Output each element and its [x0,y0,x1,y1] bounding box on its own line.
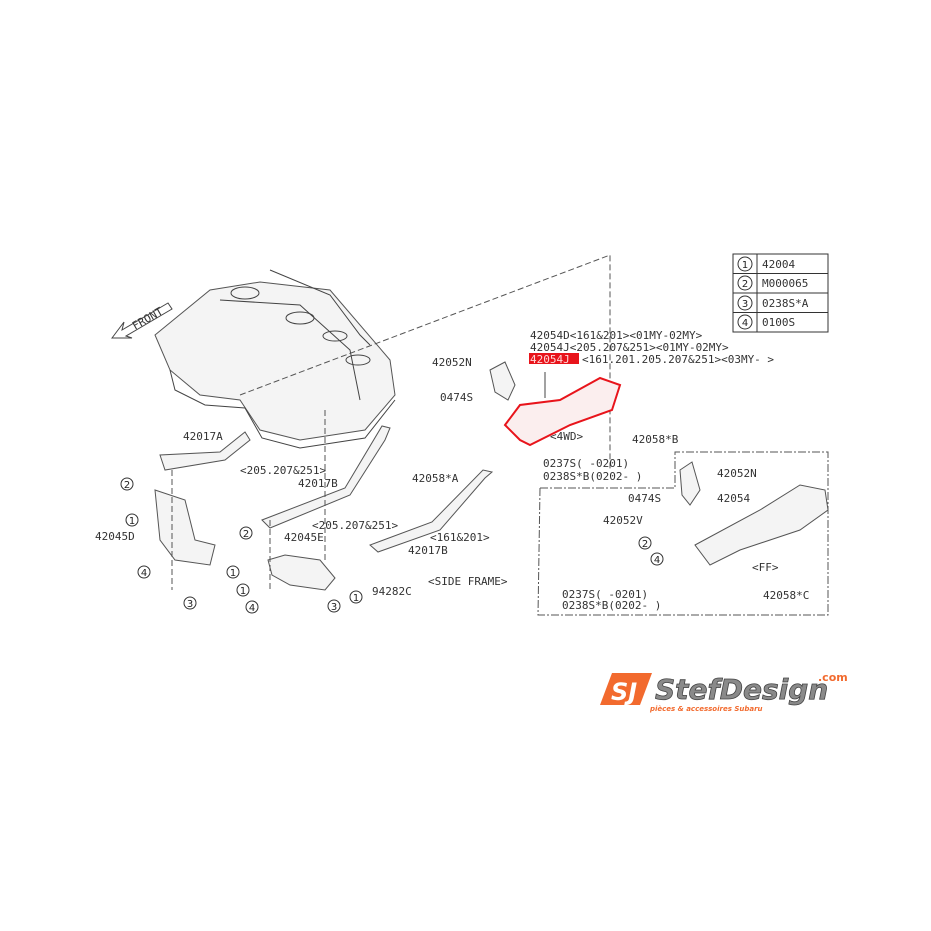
strap-42017B-1 [261,425,391,529]
bracket-42052N-1 [489,361,516,401]
stefdesign-logo: SJ StefDesign .com pièces & accessoires … [600,671,848,713]
svg-text:SJ: SJ [611,678,637,706]
legend-row: 3 0238S*A [737,295,809,311]
c2-label: 2 [642,539,648,550]
p42054D-label: 42054D<161&201><01MY-02MY> [530,329,703,342]
legend-row: 1 42004 [737,256,795,272]
callouts: 2 1 4 1 3 2 1 4 3 1 2 4 [120,477,664,614]
v205b-label: <205.207&251> [312,519,398,532]
p42054J-1-label: 42054J<205.207&251><01MY-02MY> [530,341,729,354]
ff-label: <FF> [752,561,779,574]
part-labels: 42017A 42045D <205.207&251> 42017B <205.… [95,329,809,612]
heat-shield-4wd-highlighted [503,372,622,447]
p42058A-label: 42058*A [412,472,459,485]
num-label: 4 [742,318,748,329]
c4-label: 4 [141,568,147,579]
c2-label: 2 [243,529,249,540]
brand-label: StefDesign [655,673,828,706]
side-frame-label: <SIDE FRAME> [428,575,508,588]
ff-group-box [537,451,829,616]
legend-row: 2 M000065 [737,275,808,291]
p42052V-label: 42052V [603,514,643,527]
v161-label: <161&201> [430,531,490,544]
num-label: 1 [742,260,748,271]
c1-label: 1 [240,586,246,597]
wd-label: <4WD> [550,430,583,443]
p42017B-1-label: 42017B [298,477,338,490]
legend-table: 1 42004 2 M000065 3 0238S*A 4 0100S [732,253,829,333]
c4-label: 4 [654,555,660,566]
bracket-42045D [154,489,216,566]
p42017A-label: 42017A [183,430,223,443]
p42052N-1-label: 42052N [432,356,472,369]
p0474S-2-label: 0474S [628,492,661,505]
p0238S-2-label: 0238S*B(0202- ) [562,599,661,612]
fuel-tank [154,269,396,449]
p0237S-1-label: 0237S( -0201) [543,457,629,470]
tld-label: .com [818,671,848,684]
c1-label: 1 [230,568,236,579]
bracket-42045E [267,554,336,591]
v205a-label: <205.207&251> [240,464,326,477]
part-label: M000065 [762,277,808,290]
p42054-label: 42054 [717,492,750,505]
strap-42017A [159,431,251,471]
num-label: 2 [742,279,748,290]
p42045E-label: 42045E [284,531,324,544]
highlighted-part-number: 42054J [530,353,570,366]
p0238S-1-label: 0238S*B(0202- ) [543,470,642,483]
heat-shield-ff [679,461,829,566]
p42058B-label: 42058*B [632,433,679,446]
strap-42017B-2 [369,469,494,553]
c1-label: 1 [129,516,135,527]
p42052N-2-label: 42052N [717,467,757,480]
c4-label: 4 [249,603,255,614]
p42017B-2-label: 42017B [408,544,448,557]
legend-row: 4 0100S [737,314,795,330]
c2-label: 2 [124,480,130,491]
p0237S-2-label: 0237S( -0201) [562,588,648,601]
p0474S-1-label: 0474S [440,391,473,404]
p94282C-label: 94282C [372,585,412,598]
c3-label: 3 [187,599,193,610]
front-label: FRONT [130,305,166,333]
part-label: 0238S*A [762,297,809,310]
p42045D-label: 42045D [95,530,135,543]
highlight-box [529,353,579,364]
num-label: 3 [742,299,748,310]
part-label: 42004 [762,258,795,271]
tagline-label: pièces & accessoires Subaru [649,705,763,713]
c3-label: 3 [331,602,337,613]
part-label: 0100S [762,316,795,329]
p42058C-label: 42058*C [763,589,809,602]
c1-label: 1 [353,593,359,604]
p42054J-hl-rest-label: <161.201.205.207&251><03MY- > [582,353,774,366]
